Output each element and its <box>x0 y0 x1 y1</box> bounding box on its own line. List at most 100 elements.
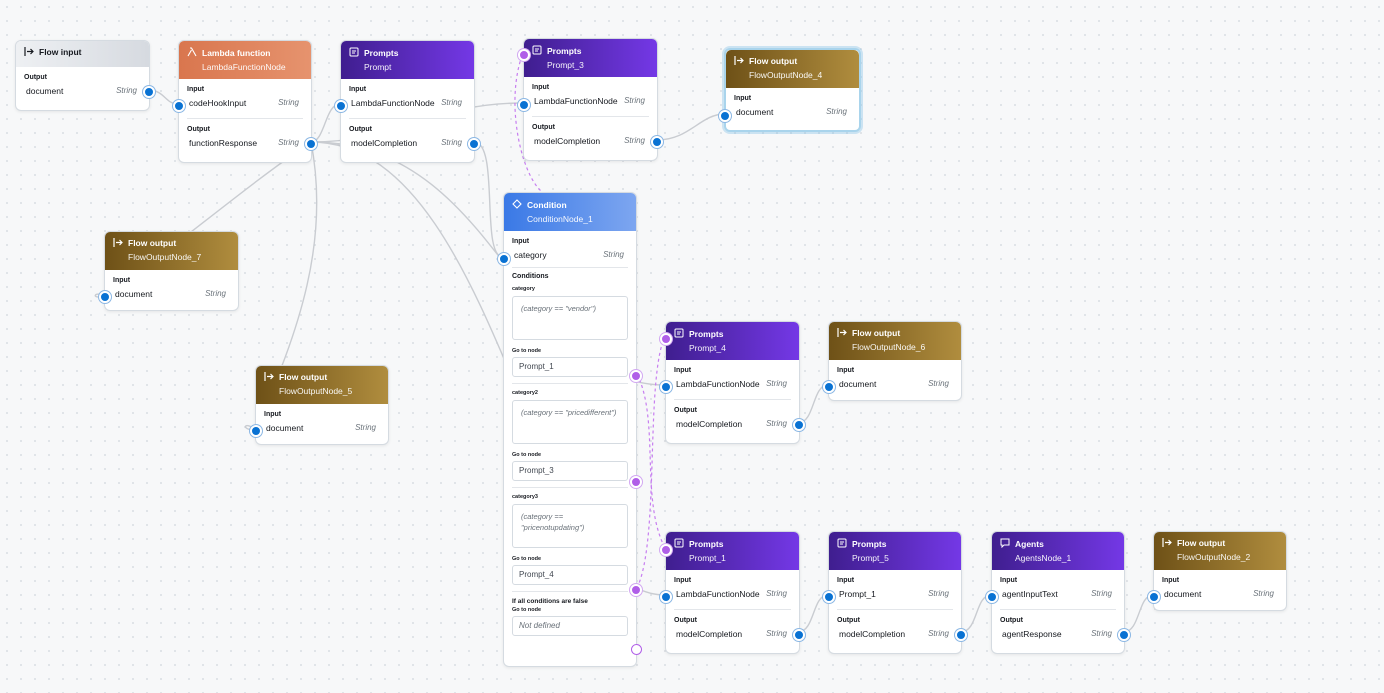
flow-output-node-7[interactable]: Flow output FlowOutputNode_7 Input docum… <box>99 231 239 311</box>
output-port[interactable] <box>955 629 967 641</box>
prompt1-node[interactable]: Prompts Prompt_1 Input LambdaFunctionNod… <box>660 531 805 654</box>
output-type: String <box>928 629 949 638</box>
input-port[interactable] <box>518 99 530 111</box>
condition-port[interactable] <box>660 544 672 556</box>
node-name: Prompt_1 <box>689 553 726 563</box>
output-label: Output <box>187 126 210 133</box>
node-name: Prompt <box>364 62 392 72</box>
flow-output-icon <box>1162 538 1172 547</box>
input-port[interactable] <box>335 100 347 112</box>
condition-3-port[interactable] <box>630 584 642 596</box>
input-port[interactable] <box>1148 591 1160 603</box>
default-port[interactable] <box>631 644 642 655</box>
input-port[interactable] <box>660 381 672 393</box>
output-port[interactable] <box>793 629 805 641</box>
condition-port[interactable] <box>660 333 672 345</box>
condition-expression-input[interactable]: (category == "pricedifferent") <box>512 400 628 444</box>
condition-expression-input[interactable]: (category == "pricenotupdating") <box>512 504 628 548</box>
node-type: Flow output <box>749 56 798 66</box>
condition-expression-input[interactable]: (category == "vendor") <box>512 296 628 340</box>
input-label: Input <box>674 577 692 584</box>
input-port[interactable] <box>823 381 835 393</box>
output-name: modelCompletion <box>534 136 601 146</box>
node-type: Flow output <box>1177 538 1226 548</box>
flow-output-node-4[interactable]: Flow output FlowOutputNode_4 Input docum… <box>719 48 861 132</box>
output-name: modelCompletion <box>676 629 743 639</box>
input-port[interactable] <box>823 591 835 603</box>
output-row: modelCompletion String <box>674 627 791 641</box>
output-name: document <box>26 86 64 96</box>
goto-label: Go to node <box>512 556 542 562</box>
prompt-icon <box>674 538 684 548</box>
output-type: String <box>441 138 462 147</box>
input-port[interactable] <box>986 591 998 603</box>
node-type: Flow input <box>39 47 82 57</box>
default-goto-select[interactable]: Not defined <box>512 616 628 636</box>
node-type: Flow output <box>279 372 328 382</box>
flow-output-node-5[interactable]: Flow output FlowOutputNode_5 Input docum… <box>250 365 389 445</box>
goto-node-select[interactable]: Prompt_1 <box>512 357 628 377</box>
output-label: Output <box>349 126 372 133</box>
input-port[interactable] <box>99 291 111 303</box>
output-port[interactable] <box>793 419 805 431</box>
output-port[interactable] <box>468 138 480 150</box>
output-port[interactable] <box>143 86 155 98</box>
output-port[interactable] <box>1118 629 1130 641</box>
output-port[interactable] <box>651 136 663 148</box>
input-type: String <box>1253 589 1274 598</box>
output-name: modelCompletion <box>839 629 906 639</box>
input-type: String <box>766 379 787 388</box>
condition-2-port[interactable] <box>630 476 642 488</box>
output-row: modelCompletion String <box>837 627 953 641</box>
input-name: category <box>514 250 547 260</box>
flow-output-node-2[interactable]: Flow output FlowOutputNode_2 Input docum… <box>1148 531 1287 611</box>
input-name: codeHookInput <box>189 98 247 108</box>
output-type: String <box>766 629 787 638</box>
output-label: Output <box>837 617 860 624</box>
node-type: Condition <box>527 200 567 210</box>
input-port[interactable] <box>173 100 185 112</box>
condition-1-port[interactable] <box>630 370 642 382</box>
default-label: If all conditions are false <box>512 598 588 605</box>
output-name: functionResponse <box>189 138 258 148</box>
divider <box>837 609 953 610</box>
prompt4-node[interactable]: Prompts Prompt_4 Input LambdaFunctionNod… <box>660 321 805 444</box>
lambda-icon <box>187 47 197 57</box>
condition-name: category <box>512 286 535 292</box>
prompt3-node[interactable]: Prompts Prompt_3 Input LambdaFunctionNod… <box>518 38 663 161</box>
input-type: String <box>441 98 462 107</box>
input-port[interactable] <box>250 425 262 437</box>
input-type: String <box>928 379 949 388</box>
input-label: Input <box>349 86 367 93</box>
condition-icon <box>512 199 522 209</box>
input-port[interactable] <box>719 110 731 122</box>
input-label: Input <box>532 84 550 91</box>
input-type: String <box>624 96 645 105</box>
output-type: String <box>1091 629 1112 638</box>
agents-node[interactable]: Agents AgentsNode_1 Input agentInputText… <box>986 531 1130 654</box>
input-port[interactable] <box>660 591 672 603</box>
condition-node[interactable]: Condition ConditionNode_1 Input category… <box>498 192 642 667</box>
output-name: agentResponse <box>1002 629 1062 639</box>
goto-node-select[interactable]: Prompt_3 <box>512 461 628 481</box>
condition-port[interactable] <box>518 49 530 61</box>
input-name: LambdaFunctionNode <box>534 96 618 106</box>
goto-node-select[interactable]: Prompt_4 <box>512 565 628 585</box>
input-name: LambdaFunctionNode <box>676 589 760 599</box>
flow-output-node-6[interactable]: Flow output FlowOutputNode_6 Input docum… <box>823 321 962 401</box>
input-label: Input <box>512 238 530 245</box>
lambda-function-node[interactable]: Lambda function LambdaFunctionNode Input… <box>173 40 317 163</box>
output-port[interactable] <box>305 138 317 150</box>
node-name: FlowOutputNode_6 <box>852 342 926 352</box>
input-port[interactable] <box>498 253 510 265</box>
node-name: ConditionNode_1 <box>527 214 593 224</box>
goto-label: Go to node <box>512 348 542 354</box>
